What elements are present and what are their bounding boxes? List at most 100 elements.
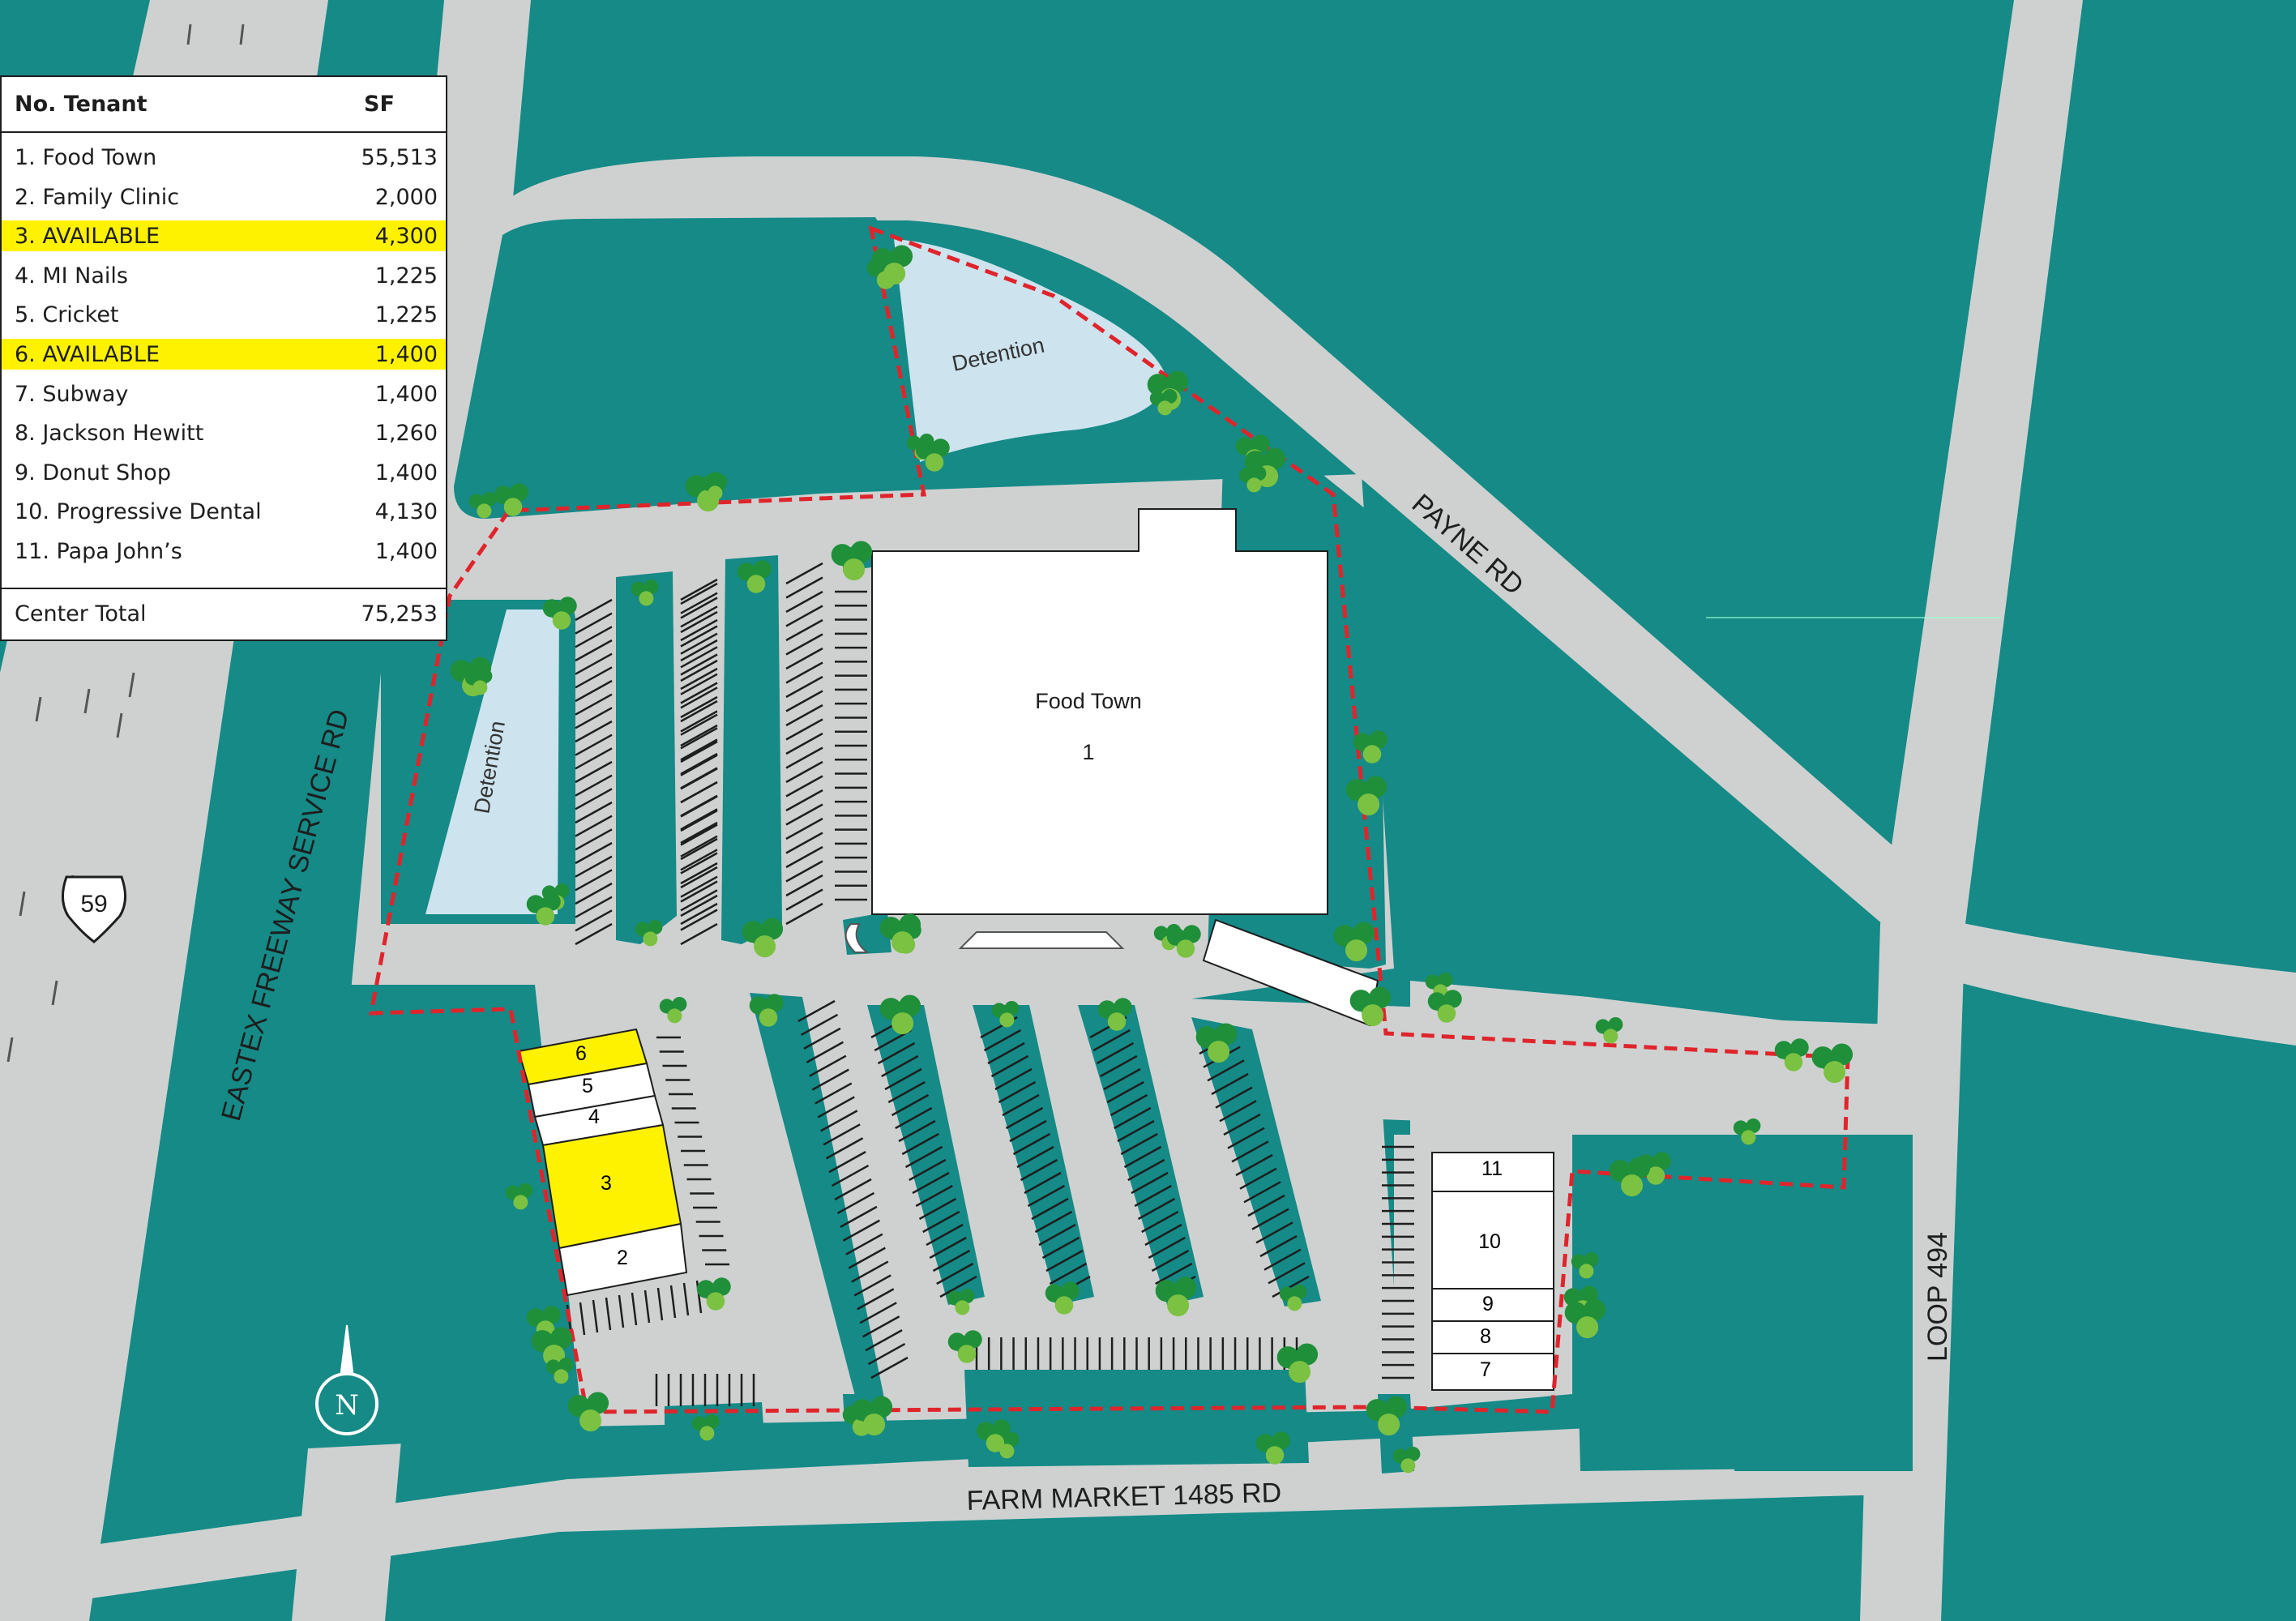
parking-stripe [575,841,613,865]
parking-stripe [936,1262,974,1285]
parking-stripe [1134,1184,1172,1208]
tree-icon [1195,1023,1238,1063]
parking-stripe [998,1080,1037,1104]
island-southwest [241,985,584,1451]
unit-7[interactable] [1431,1353,1554,1391]
parking-stripe [1120,1132,1158,1156]
food-town-building[interactable] [871,508,1328,915]
parking-stripe [1141,1210,1179,1234]
parking-stripe [834,1178,872,1201]
parking-stripe [575,760,613,784]
parking-stripe [1144,1223,1182,1247]
parking-stripe [895,1106,933,1130]
unit-8[interactable] [1431,1320,1554,1354]
parking-stripe [680,610,718,634]
parking-stripe [785,746,823,769]
legend-tenant-name: 5. Cricket [15,302,119,328]
row-island-3 [750,993,883,1396]
parking-stripe [803,1027,841,1050]
parking-stripe [870,1356,909,1379]
legend-tenant-name: 8. Jackson Hewitt [15,421,204,447]
food-town-canopy [958,931,1125,949]
tree-icon [1349,986,1392,1027]
north-arrow: N [315,1324,378,1435]
unit-9[interactable] [1431,1288,1554,1322]
parking-stripe [575,652,613,675]
legend-tenant-sf: 4,300 [374,224,438,250]
legend-header: No. Tenant SF [2,77,446,133]
parking-stripe [912,1171,950,1195]
parking-stripe [901,1132,939,1156]
unit-2[interactable] [558,1222,688,1297]
parking-stripe [680,639,718,662]
unit-10[interactable] [1431,1191,1554,1290]
tree-icon [631,580,659,606]
tree-icon [1279,1285,1307,1311]
parking-stripe [1103,1067,1141,1091]
parking-stripe [1100,1054,1138,1078]
tree-icon [1811,1043,1853,1084]
tree-icon [831,541,873,581]
parking-stripe [680,837,718,861]
parking-stripe [1255,1221,1293,1244]
parking-stripe [631,1292,638,1326]
parking-stripe [680,835,718,858]
property-boundary [368,225,1850,1414]
parking-stripe [785,760,823,784]
parking-stripe [680,632,718,655]
parking-stripe [680,752,718,776]
parking-stripe [575,774,613,797]
parking-stripe [785,874,823,897]
payne-road [509,156,1945,944]
legend-tenant-name: 7. Subway [15,381,129,407]
trees [450,245,1853,1473]
tree-icon [742,917,784,958]
tree-icon [851,1396,893,1436]
legend-row[interactable]: 3. AVAILABLE 4,300 [2,220,446,252]
tree-icon [991,1001,1020,1028]
parking-stripe [575,707,613,729]
parking-stripe [932,1249,971,1272]
parking-stripe [785,704,823,727]
legend-tenant-sf: 1,400 [374,460,438,485]
parking-stripe [797,999,836,1023]
parking-stripe [785,647,823,670]
unit-2-label: 2 [617,1247,628,1269]
parking-stripe [785,789,823,812]
parking-stripe [680,862,718,885]
parking-stripe [840,1205,878,1228]
parking-stripe [575,639,613,662]
unit-11[interactable] [1431,1152,1554,1192]
highway-59-shield: 59 [62,875,126,943]
parking-stripe [680,754,718,776]
parking-stripe [680,710,718,733]
unit-3-label: 3 [601,1172,612,1195]
parking-stripe [575,828,613,851]
parking-stripe [800,1013,839,1037]
parking-stripe [1148,1236,1186,1260]
parking-stripe [785,661,823,684]
parking-stripe [826,1137,864,1160]
parking-stripe [848,1247,886,1269]
row-island-7 [1191,1017,1321,1307]
parking-stripe [680,618,718,642]
parking-stripe [1012,1132,1051,1156]
parking-stripe [680,922,718,946]
parking-stripe [1268,1262,1306,1285]
parking-stripe [1038,1223,1076,1247]
parking-stripe [904,1145,943,1169]
tree-icon [749,994,784,1027]
west-strip-building [517,1028,688,1297]
legend-tenant-name: 3. AVAILABLE [15,224,160,250]
tree-icon [737,560,772,593]
